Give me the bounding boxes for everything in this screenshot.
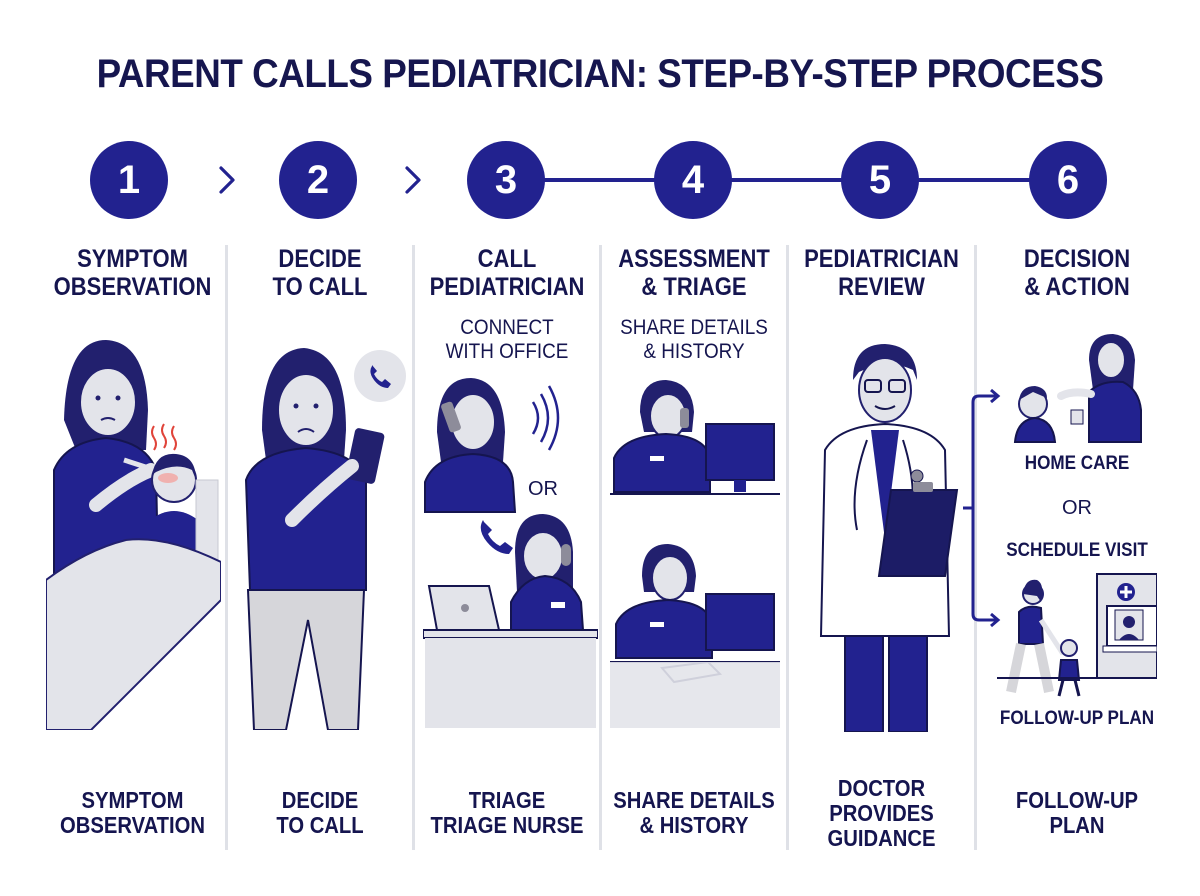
option-follow-up-plan: FOLLOW-UP PLAN <box>999 708 1155 729</box>
step-heading: CALL PEDIATRICIAN <box>429 245 585 301</box>
step-caption: FOLLOW-UP PLAN <box>1015 787 1139 838</box>
step-subheading: SHARE DETAILS & HISTORY <box>620 316 768 363</box>
branch-arrow-icon <box>963 388 1001 628</box>
nurse-on-phone-and-nurse-taking-notes-illustration <box>610 380 780 728</box>
column-divider <box>225 245 228 850</box>
step-number-1: 1 <box>90 141 168 219</box>
parent-checking-child-temperature-illustration <box>46 340 221 730</box>
step-column-4: ASSESSMENT & TRIAGE SHARE DETAILS & HIST… <box>602 0 786 896</box>
phone-call-icon <box>354 350 406 402</box>
step-heading: DECIDE TO CALL <box>272 245 368 301</box>
chevron-right-icon <box>405 166 421 194</box>
column-divider <box>412 245 415 850</box>
column-divider <box>786 245 789 850</box>
doctor-with-clipboard-illustration <box>819 344 959 732</box>
step-caption: SHARE DETAILS & HISTORY <box>613 787 775 838</box>
column-divider <box>599 245 602 850</box>
parent-with-phone-illustration <box>244 348 406 730</box>
step-number-3: 3 <box>467 141 545 219</box>
option-home-care: HOME CARE <box>1024 453 1130 474</box>
connector-line <box>731 178 843 182</box>
step-subheading: CONNECT WITH OFFICE <box>445 316 569 363</box>
step-column-1: SYMPTOM OBSERVATION SYMPTOM OBSERVATION <box>40 0 225 896</box>
step-number-2: 2 <box>279 141 357 219</box>
step-indicator: 1 2 3 4 5 6 <box>0 0 1200 240</box>
parent-on-phone-and-triage-nurse-illustration <box>423 378 598 728</box>
step-column-6: DECISION & ACTION HOME CARE OR SCHEDULE … <box>963 0 1177 896</box>
step-column-2: DECIDE TO CALL DECIDE TO CALL <box>228 0 412 896</box>
step-heading: PEDIATRICIAN REVIEW <box>804 245 959 301</box>
phone-call-icon <box>480 520 513 554</box>
clinic-visit-illustration <box>997 573 1157 697</box>
connector-line <box>918 178 1030 182</box>
step-caption: SYMPTOM OBSERVATION <box>59 787 206 838</box>
home-care-illustration <box>1013 334 1142 443</box>
step-number-5: 5 <box>841 141 919 219</box>
step-heading: SYMPTOM OBSERVATION <box>53 245 212 301</box>
step-heading: DECISION & ACTION <box>1023 245 1131 301</box>
step-caption: TRIAGE TRIAGE NURSE <box>430 787 584 838</box>
or-label: OR <box>528 478 558 500</box>
step-number-6: 6 <box>1029 141 1107 219</box>
step-heading: ASSESSMENT & TRIAGE <box>618 245 770 301</box>
step-caption: DOCTOR PROVIDES GUIDANCE <box>827 775 936 851</box>
column-divider <box>974 245 977 850</box>
connector-line <box>544 178 656 182</box>
step-column-3: CALL PEDIATRICIAN CONNECT WITH OFFICE OR… <box>415 0 599 896</box>
or-label: OR <box>1062 497 1092 519</box>
step-caption: DECIDE TO CALL <box>276 787 364 838</box>
step-column-5: PEDIATRICIAN REVIEW DOCTOR PROVIDES GUID… <box>789 0 974 896</box>
option-schedule-visit: SCHEDULE VISIT <box>1006 540 1148 561</box>
chevron-right-icon <box>219 166 235 194</box>
page-title: PARENT CALLS PEDIATRICIAN: STEP-BY-STEP … <box>96 52 1104 96</box>
step-number-4: 4 <box>654 141 732 219</box>
